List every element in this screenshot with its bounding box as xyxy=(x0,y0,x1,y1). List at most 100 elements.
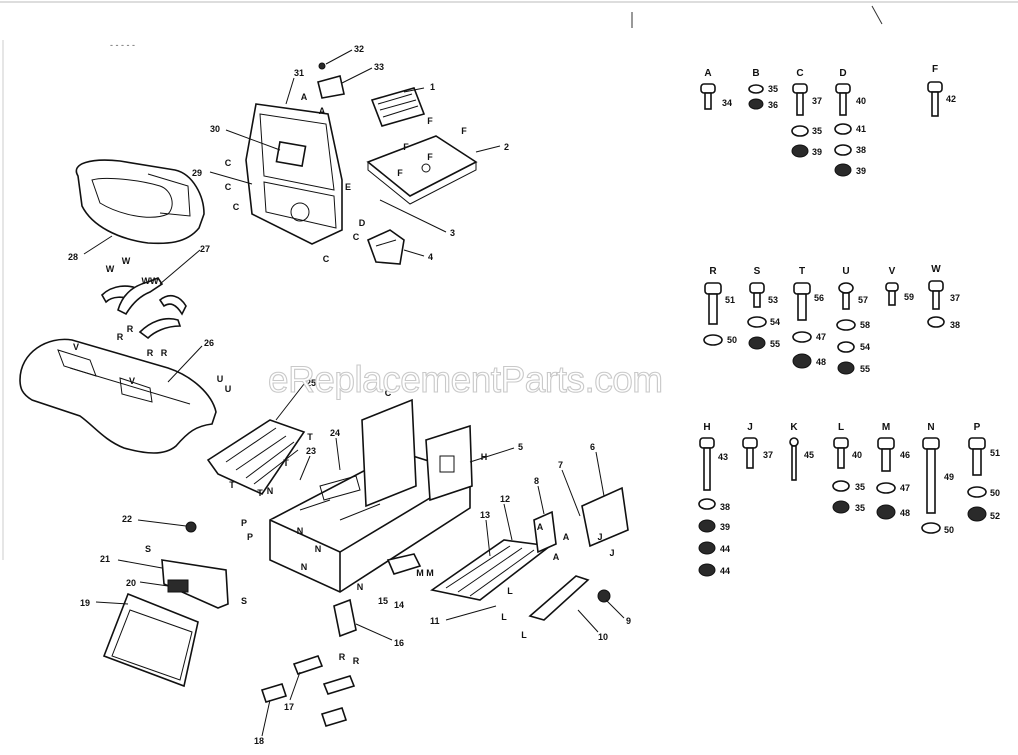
callout-5: 5 xyxy=(469,442,523,463)
callout-1: 1 xyxy=(403,82,435,93)
part-outline xyxy=(888,290,896,306)
diagram-label: R xyxy=(339,652,346,662)
diagram-label: L xyxy=(501,612,507,622)
diagram-label: T xyxy=(229,480,235,490)
part-outline xyxy=(261,699,271,737)
diagram-label: 47 xyxy=(816,332,826,342)
diagram-label: 39 xyxy=(812,147,822,157)
part-outline xyxy=(747,316,767,328)
hardware-group-f: F 42 xyxy=(927,64,956,117)
part-outline xyxy=(748,98,764,110)
part-outline xyxy=(927,81,943,93)
diagram-label: 5 xyxy=(518,442,523,452)
diagram-label: 20 xyxy=(126,578,136,588)
diagram-label: F xyxy=(397,168,403,178)
part-outline xyxy=(834,123,852,135)
callout-29: 29 xyxy=(192,168,253,185)
diagram-label: 39 xyxy=(720,522,730,532)
hardware-group-m: M 46 47 48 xyxy=(876,422,910,520)
diagram-label: 18 xyxy=(254,736,264,746)
diagram-label: 15 xyxy=(378,596,388,606)
diagram-label: 41 xyxy=(856,124,866,134)
part-outline xyxy=(834,144,852,156)
diagram-label: 36 xyxy=(768,100,778,110)
right-footboard xyxy=(430,539,553,601)
part-outline xyxy=(698,519,716,533)
callout-23: 23 xyxy=(299,446,316,481)
part-outline xyxy=(708,293,718,325)
part-outline xyxy=(119,377,153,403)
part-outline xyxy=(299,455,311,481)
pan xyxy=(102,592,199,688)
diagram-label: J xyxy=(609,548,614,558)
part-outline xyxy=(876,504,896,520)
battery-tray xyxy=(366,135,478,205)
part-outline xyxy=(926,448,936,514)
diagram-label: 40 xyxy=(852,450,862,460)
diagram-label: C xyxy=(385,388,392,398)
part-outline xyxy=(877,437,895,450)
diagram-label: S xyxy=(241,596,247,606)
diagram-label: 32 xyxy=(354,44,364,54)
part-outline xyxy=(83,235,113,255)
callout-15: 15 xyxy=(378,596,388,606)
diagram-label: 57 xyxy=(858,295,868,305)
part-outline xyxy=(791,445,797,481)
part-outline xyxy=(796,92,804,116)
seat xyxy=(75,159,205,245)
diagram-label: N xyxy=(315,544,322,554)
hardware-group-c: C 37 35 39 xyxy=(791,68,822,158)
diagram-label: W xyxy=(122,256,131,266)
part-outline xyxy=(318,62,326,70)
part-outline xyxy=(699,437,715,449)
diagram-label: 23 xyxy=(306,446,316,456)
diagram-label: 38 xyxy=(950,320,960,330)
diagram-label: 48 xyxy=(900,508,910,518)
diagram-label: F xyxy=(403,142,409,152)
part-outline xyxy=(753,292,761,308)
diagram-label: P xyxy=(247,532,253,542)
diagram-label: 46 xyxy=(900,450,910,460)
diagram-label: T xyxy=(283,458,289,468)
callout-8: 8 xyxy=(534,476,545,515)
exploded-view xyxy=(19,87,629,727)
part-outline xyxy=(698,541,716,555)
part-outline xyxy=(158,294,187,316)
diagram-label: 8 xyxy=(534,476,539,486)
diagram-label: 13 xyxy=(480,510,490,520)
part-outline xyxy=(792,83,808,94)
hardware-group-n: N 49 50 xyxy=(921,422,954,535)
part-outline xyxy=(928,280,944,292)
diagram-label: N xyxy=(297,526,304,536)
diagram-label: V xyxy=(129,376,135,386)
hardware-group-s: S 53 54 55 xyxy=(747,266,780,350)
part-outline xyxy=(167,345,203,383)
diagram-label: 53 xyxy=(768,295,778,305)
diagram-label: 31 xyxy=(294,68,304,78)
seat-springs xyxy=(101,277,187,340)
part-outline xyxy=(421,163,431,173)
diagram-label: E xyxy=(345,182,351,192)
diagram-label: L xyxy=(521,630,527,640)
hardware-legend: A 34 B 35 36 C 37 35 39 D 40 xyxy=(698,64,1000,577)
diagram-label: 21 xyxy=(100,554,110,564)
side-panel xyxy=(533,486,629,554)
diagram-label: V xyxy=(73,342,79,352)
diagram-label: N xyxy=(927,422,934,433)
part-outline xyxy=(703,334,723,346)
diagram-label: 43 xyxy=(718,452,728,462)
part-outline xyxy=(275,140,307,168)
part-outline xyxy=(967,486,987,498)
diagram-label: 35 xyxy=(768,84,778,94)
diagram-label: A xyxy=(537,522,544,532)
part-outline xyxy=(704,282,722,295)
part-outline xyxy=(700,83,716,94)
part-outline xyxy=(289,671,301,701)
part-outline xyxy=(366,229,405,265)
part-outline xyxy=(838,282,854,294)
part-outline xyxy=(528,575,590,621)
part-outline xyxy=(835,83,851,94)
diagram-label: 56 xyxy=(814,293,824,303)
fender xyxy=(19,338,217,454)
diagram-label: R xyxy=(147,348,154,358)
